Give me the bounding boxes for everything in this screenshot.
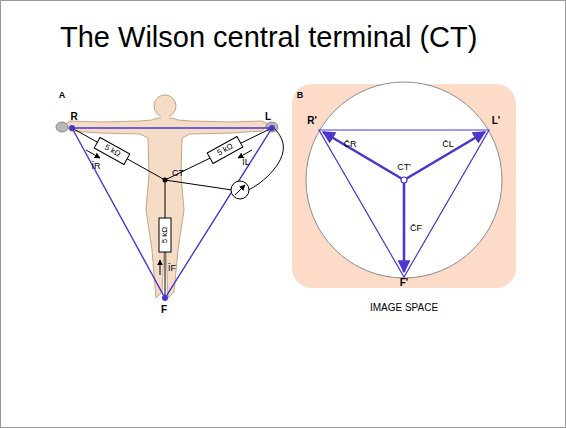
resistor-value: 5 kΩ [161,226,169,245]
terminal-label: CT' [397,163,411,172]
lead-vector [323,132,485,272]
panel-letter: B [297,91,304,100]
current-arrow [86,150,252,275]
current-label: ĪL [242,158,250,167]
terminal-dot [401,177,407,183]
meter-symbol [231,181,249,199]
vector-label: C̄L [442,140,454,149]
vector-label: C̄R [344,140,357,149]
limb-triangle [72,128,272,298]
electrode-label: F [161,305,167,315]
current-label: ĪR [92,162,101,171]
vector-label: C̄F [410,224,422,233]
panel-letter: A [59,91,66,100]
electrode-label: L [265,112,271,122]
current-label: ĪF [168,264,176,273]
terminal-dot [69,125,275,301]
resistor-symbol [94,137,243,252]
panel-caption: IMAGE SPACE [370,303,438,313]
body-figure [66,95,268,298]
hand [56,122,278,132]
slide-title: The Wilson central terminal (CT) [60,22,477,54]
wire [72,128,283,298]
image-triangle [319,130,489,277]
terminal-dot [163,178,168,183]
image-vertex-label: F' [400,278,409,288]
terminal-label: CT [172,169,184,178]
image-vertex-label: R' [307,116,317,126]
electrode-label: R [70,112,77,122]
image-circle [306,82,502,278]
image-vertex-label: L' [492,116,501,126]
